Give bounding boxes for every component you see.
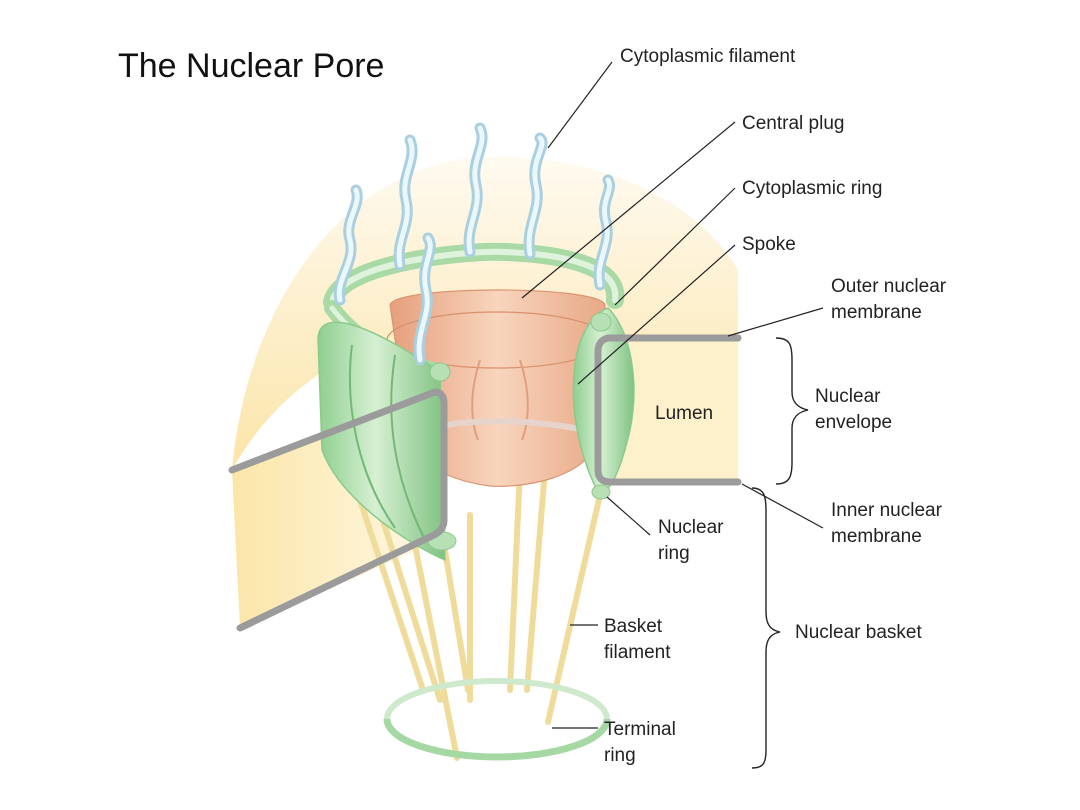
- label-terminal-ring-line1: Terminal: [604, 719, 676, 740]
- terminal-ring: [383, 678, 611, 761]
- label-nuclear-envelope-line1: Nuclear: [815, 386, 881, 407]
- label-inner-membrane-line2: membrane: [831, 526, 922, 547]
- label-cytoplasmic-filament: Cytoplasmic filament: [620, 46, 796, 67]
- label-spoke: Spoke: [742, 234, 796, 255]
- leader-cytoplasmic-filament: [547, 61, 613, 149]
- cytoplasmic-filaments: [333, 122, 615, 366]
- spoke-left: [317, 321, 446, 562]
- leader-inner-membrane: [741, 483, 824, 529]
- label-central-plug: Central plug: [742, 113, 844, 134]
- leader-nuclear-ring: [606, 496, 651, 536]
- leader-outer-membrane: [727, 307, 824, 337]
- leader-spoke: [577, 244, 736, 385]
- label-nuclear-ring-line1: Nuclear: [658, 517, 724, 538]
- label-outer-membrane-line2: membrane: [831, 302, 922, 323]
- label-basket-filament-line2: filament: [604, 642, 671, 663]
- label-nuclear-ring-line2: ring: [658, 543, 690, 564]
- leader-lines: [521, 61, 824, 729]
- label-nuclear-envelope-line2: envelope: [815, 412, 892, 433]
- basket-brace: [751, 487, 781, 769]
- label-lumen: Lumen: [655, 403, 713, 424]
- label-cytoplasmic-ring: Cytoplasmic ring: [742, 178, 882, 199]
- label-terminal-ring: Terminal ring: [604, 719, 681, 766]
- label-basket-filament-line1: Basket: [604, 616, 663, 637]
- label-nuclear-basket: Nuclear basket: [795, 622, 922, 643]
- leader-central-plug: [521, 121, 736, 299]
- label-outer-membrane-line1: Outer nuclear: [831, 276, 947, 297]
- leader-cytoplasmic-ring: [614, 187, 736, 306]
- membranes: [228, 334, 742, 632]
- label-basket-filament: Basket filament: [604, 616, 671, 663]
- page-title: The Nuclear Pore: [118, 47, 384, 85]
- label-nuclear-envelope: Nuclear envelope: [815, 386, 892, 433]
- label-terminal-ring-line2: ring: [604, 745, 636, 766]
- envelope-brace: [775, 337, 809, 485]
- label-nuclear-ring: Nuclear ring: [658, 517, 729, 564]
- label-inner-membrane: Inner nuclear membrane: [831, 500, 947, 547]
- label-outer-membrane: Outer nuclear membrane: [831, 276, 951, 323]
- label-inner-membrane-line1: Inner nuclear: [831, 500, 943, 521]
